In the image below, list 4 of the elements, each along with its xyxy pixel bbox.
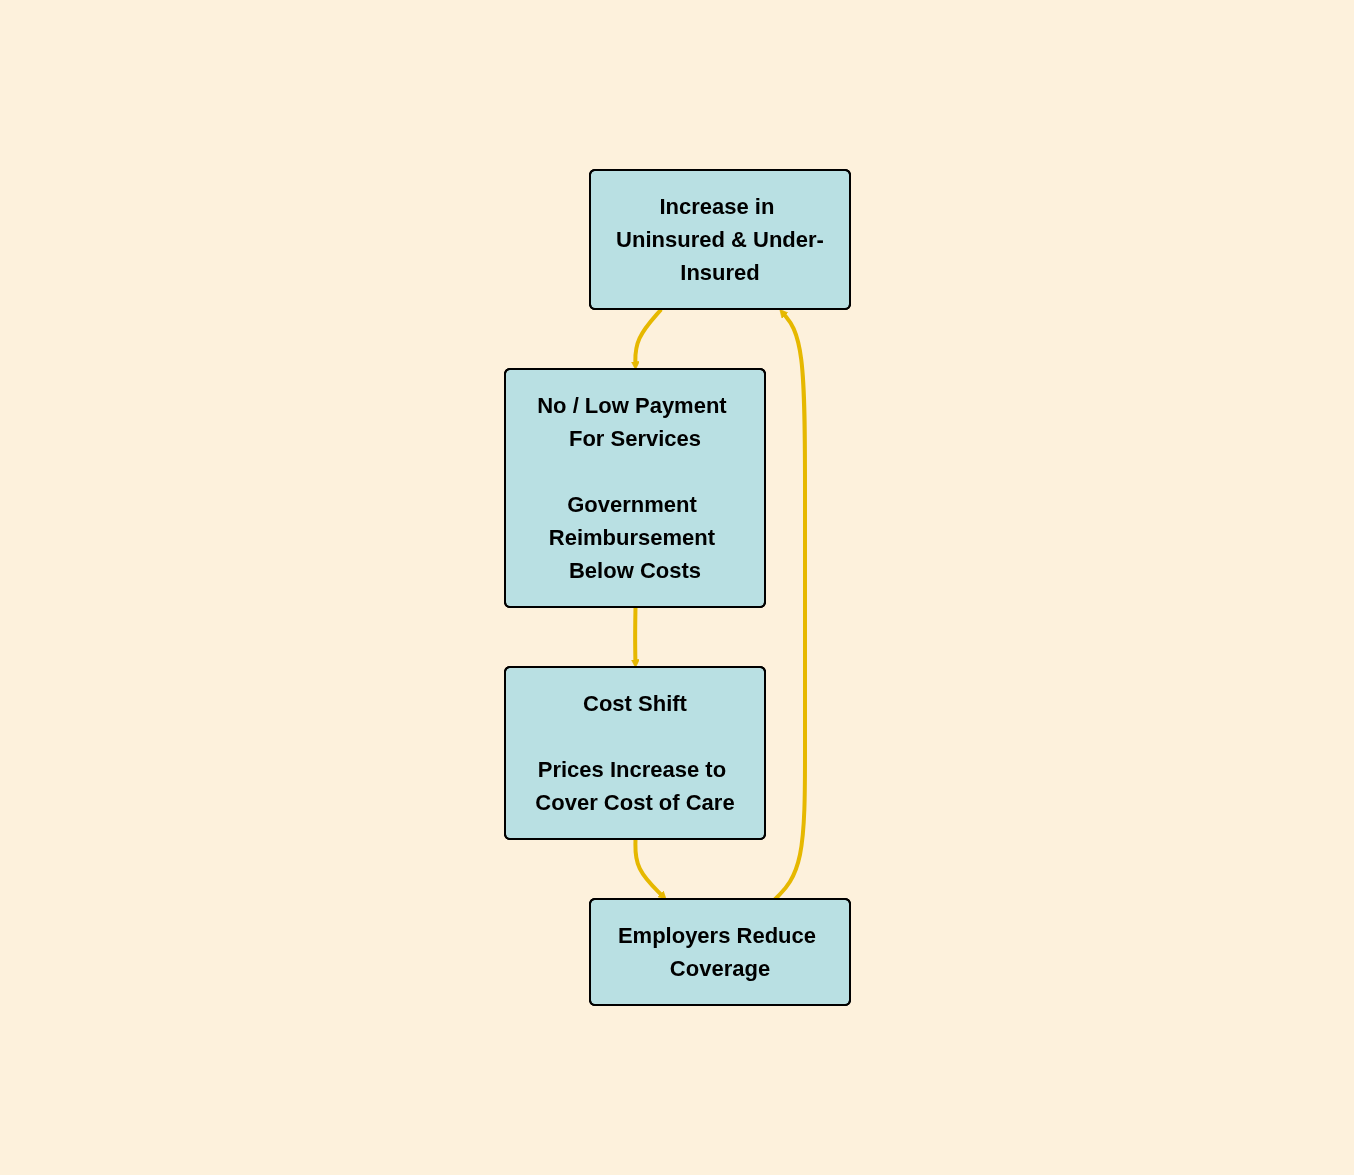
arrow: [632, 839, 667, 900]
arrow: [630, 308, 663, 370]
arrow: [630, 607, 640, 668]
arrow: [772, 309, 807, 901]
